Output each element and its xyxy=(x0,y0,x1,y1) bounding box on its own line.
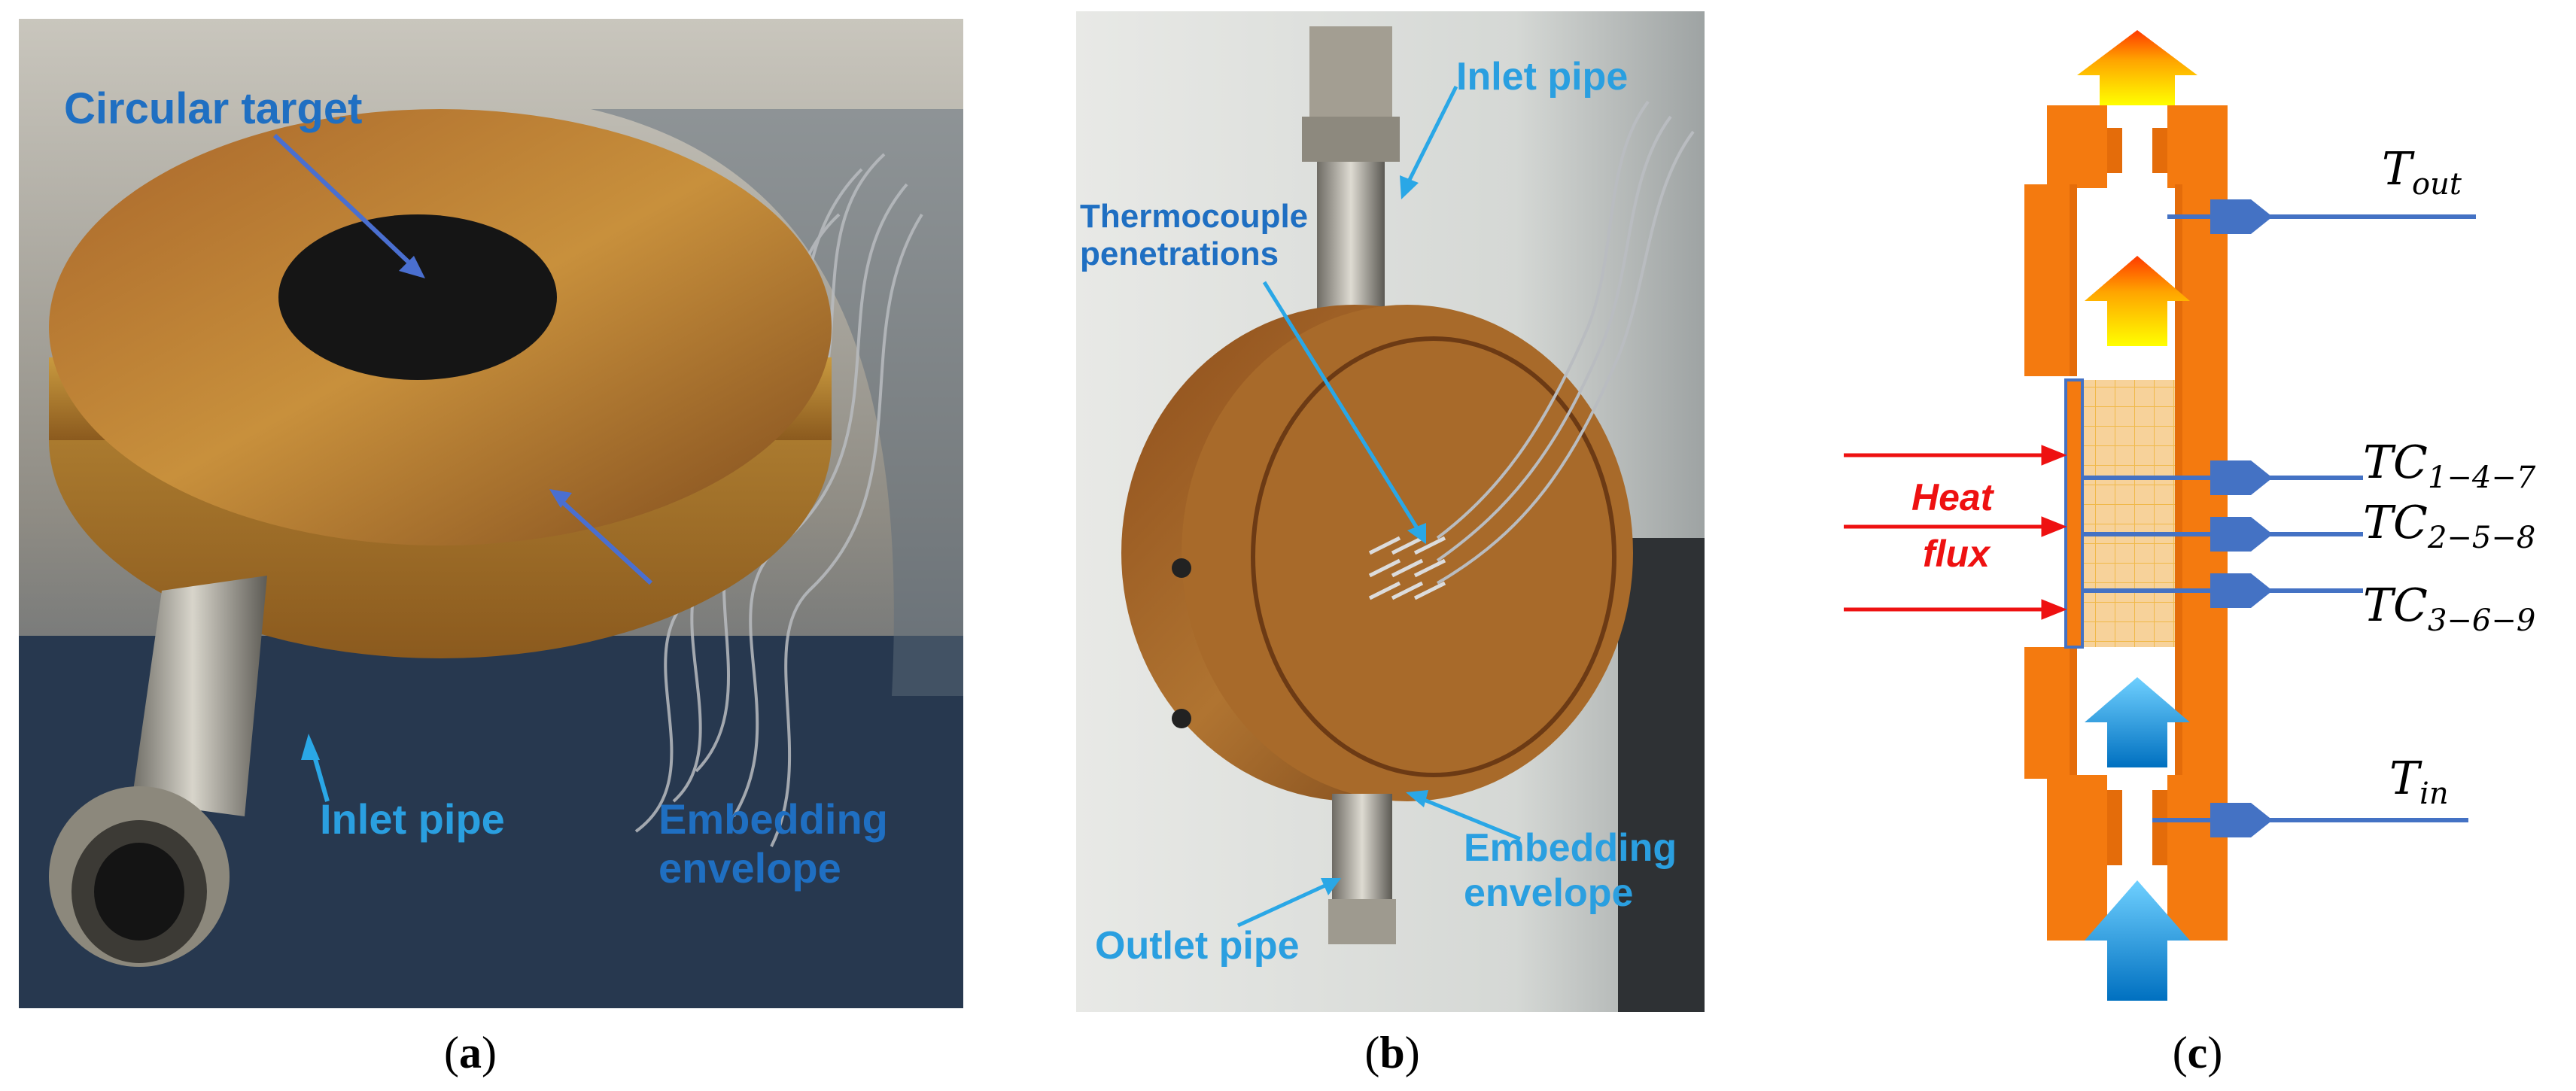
label-inlet-pipe-b: Inlet pipe xyxy=(1456,55,1629,99)
heated-plate xyxy=(2064,378,2084,649)
label-embedding-envelope-b-line1: Embedding xyxy=(1464,826,1677,870)
target-block xyxy=(2077,380,2175,647)
panel-b-photo: Inlet pipe Thermocouple penetrations Emb… xyxy=(1076,11,1705,1012)
label-t-out: Tout xyxy=(2382,143,2462,202)
caption-a: (a) xyxy=(444,1028,497,1077)
arrow-circular-target xyxy=(272,133,653,802)
photo-b-illustration xyxy=(1076,11,1705,1012)
arrow-inlet-pipe-b xyxy=(1405,85,1458,186)
photo-a-illustration xyxy=(19,19,963,1008)
label-embedding-envelope-a-line2: envelope xyxy=(658,844,841,892)
label-outlet-pipe: Outlet pipe xyxy=(1095,924,1300,968)
label-thermocouple-line1: Thermocouple xyxy=(1080,198,1309,235)
label-embedding-envelope-b-line2: envelope xyxy=(1464,871,1634,915)
arrow-outlet-pipe xyxy=(1236,882,1330,928)
label-tc1: TC1−4−7 xyxy=(2363,436,2536,495)
top-nozzle-right-body xyxy=(2167,105,2228,188)
label-t-in: Tin xyxy=(2389,752,2449,811)
label-tc2: TC2−5−8 xyxy=(2363,497,2536,555)
label-embedding-envelope-a-line1: Embedding xyxy=(658,795,888,843)
top-nozzle-left-body xyxy=(2047,105,2107,188)
label-heat: Heat xyxy=(1911,476,1994,518)
caption-b: (b) xyxy=(1364,1028,1420,1077)
caption-c: (c) xyxy=(2172,1028,2223,1077)
label-thermocouple-line2: penetrations xyxy=(1080,236,1279,272)
label-flux: flux xyxy=(1923,533,1990,575)
internal-flow-arrow-hot xyxy=(2085,256,2190,346)
schematic-diagram xyxy=(1844,30,2476,1001)
label-circular-target: Circular target xyxy=(64,84,363,133)
inlet-flow-arrow xyxy=(2085,880,2190,1001)
internal-flow-arrow-cold xyxy=(2085,677,2190,767)
arrow-embedding-envelope-a xyxy=(558,498,653,585)
arrow-thermocouple xyxy=(1262,281,1421,532)
label-tc3: TC3−6−9 xyxy=(2363,579,2536,638)
panel-c-schematic: Heat flux Tout TC1−4−7 TC2−5−8 TC3−6−9 T… xyxy=(1821,15,2566,1016)
outlet-flow-arrow xyxy=(2077,30,2197,105)
panel-a-photo: Circular target Inlet pipe Embedding env… xyxy=(19,19,963,1008)
label-inlet-pipe-a: Inlet pipe xyxy=(320,795,505,843)
arrow-embedding-envelope-b xyxy=(1418,795,1521,841)
arrows-panel-b xyxy=(1236,85,1521,928)
